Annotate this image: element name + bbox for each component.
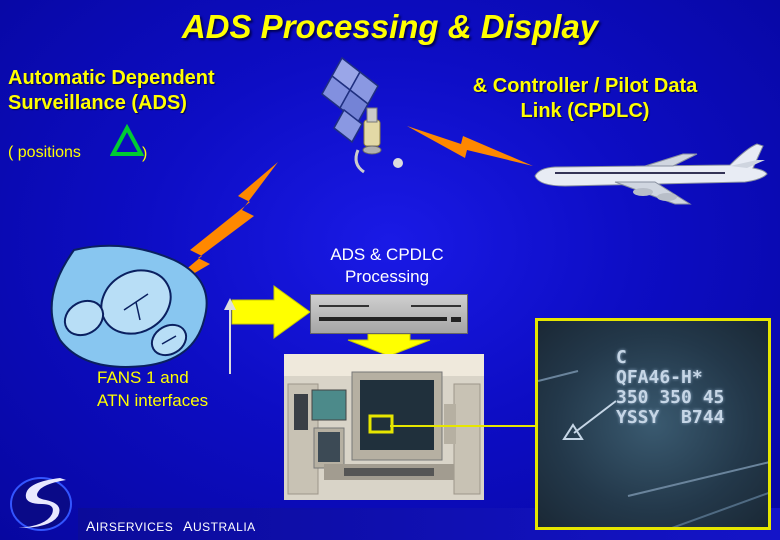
- footer-rest-b: USTRALIA: [193, 520, 256, 534]
- radar-display: C QFA46-H* 350 350 45 YSSY B744: [535, 318, 771, 530]
- lightning-bolt-icon: [152, 162, 278, 298]
- ads-label-line1: Automatic Dependent: [8, 67, 215, 89]
- processor-unit: [310, 294, 468, 334]
- lightning-bolt-icon: [407, 126, 533, 166]
- radar-line-3: 350 350 45: [616, 387, 725, 408]
- ads-label: Automatic Dependent Surveillance (ADS): [8, 66, 215, 116]
- interfaces-label-line2: ATN interfaces: [97, 391, 209, 410]
- footer-cap-a: A: [86, 518, 96, 534]
- cpdlc-label-line1: & Controller / Pilot Data: [472, 75, 698, 97]
- delta-icon: [110, 124, 144, 156]
- footer-rest-a: IRSERVICES: [95, 520, 174, 534]
- satellite-icon: [321, 56, 403, 174]
- processing-label-line1: ADS & CPDLC: [330, 245, 444, 264]
- ads-label-line2: Surveillance (ADS): [8, 92, 187, 114]
- radar-line-2: QFA46-H*: [616, 367, 703, 388]
- radar-target-icon: [562, 423, 584, 440]
- cpdlc-label-line2: Link (CPDLC): [520, 100, 650, 122]
- ground-station-icon: [50, 244, 208, 368]
- interfaces-label-line1: FANS 1 and: [97, 368, 189, 387]
- footer-cap-b: A: [183, 518, 193, 534]
- arrow-to-console: [347, 334, 431, 357]
- slide-title: ADS Processing & Display: [181, 8, 599, 45]
- interface-link-arrow: [224, 298, 236, 374]
- interfaces-label: FANS 1 and ATN interfaces: [97, 366, 208, 412]
- airservices-logo: [10, 477, 72, 531]
- footer-brand: AIRSERVICES AUSTRALIA: [86, 518, 256, 534]
- arrow-to-processor: [231, 285, 311, 339]
- radar-line-4: YSSY B744: [616, 407, 725, 428]
- processing-label-line2: Processing: [344, 267, 430, 286]
- radar-lines: [538, 370, 768, 527]
- radar-line-1: C: [616, 347, 627, 368]
- processing-label: ADS & CPDLC Processing: [302, 244, 472, 288]
- positions-close-paren: ): [142, 145, 148, 162]
- zoom-connector: [390, 425, 538, 427]
- cpdlc-label: & Controller / Pilot Data Link (CPDLC): [445, 74, 725, 124]
- console-icon: [284, 354, 484, 500]
- positions-label: ( positions: [8, 144, 81, 161]
- airplane-icon: [534, 143, 768, 205]
